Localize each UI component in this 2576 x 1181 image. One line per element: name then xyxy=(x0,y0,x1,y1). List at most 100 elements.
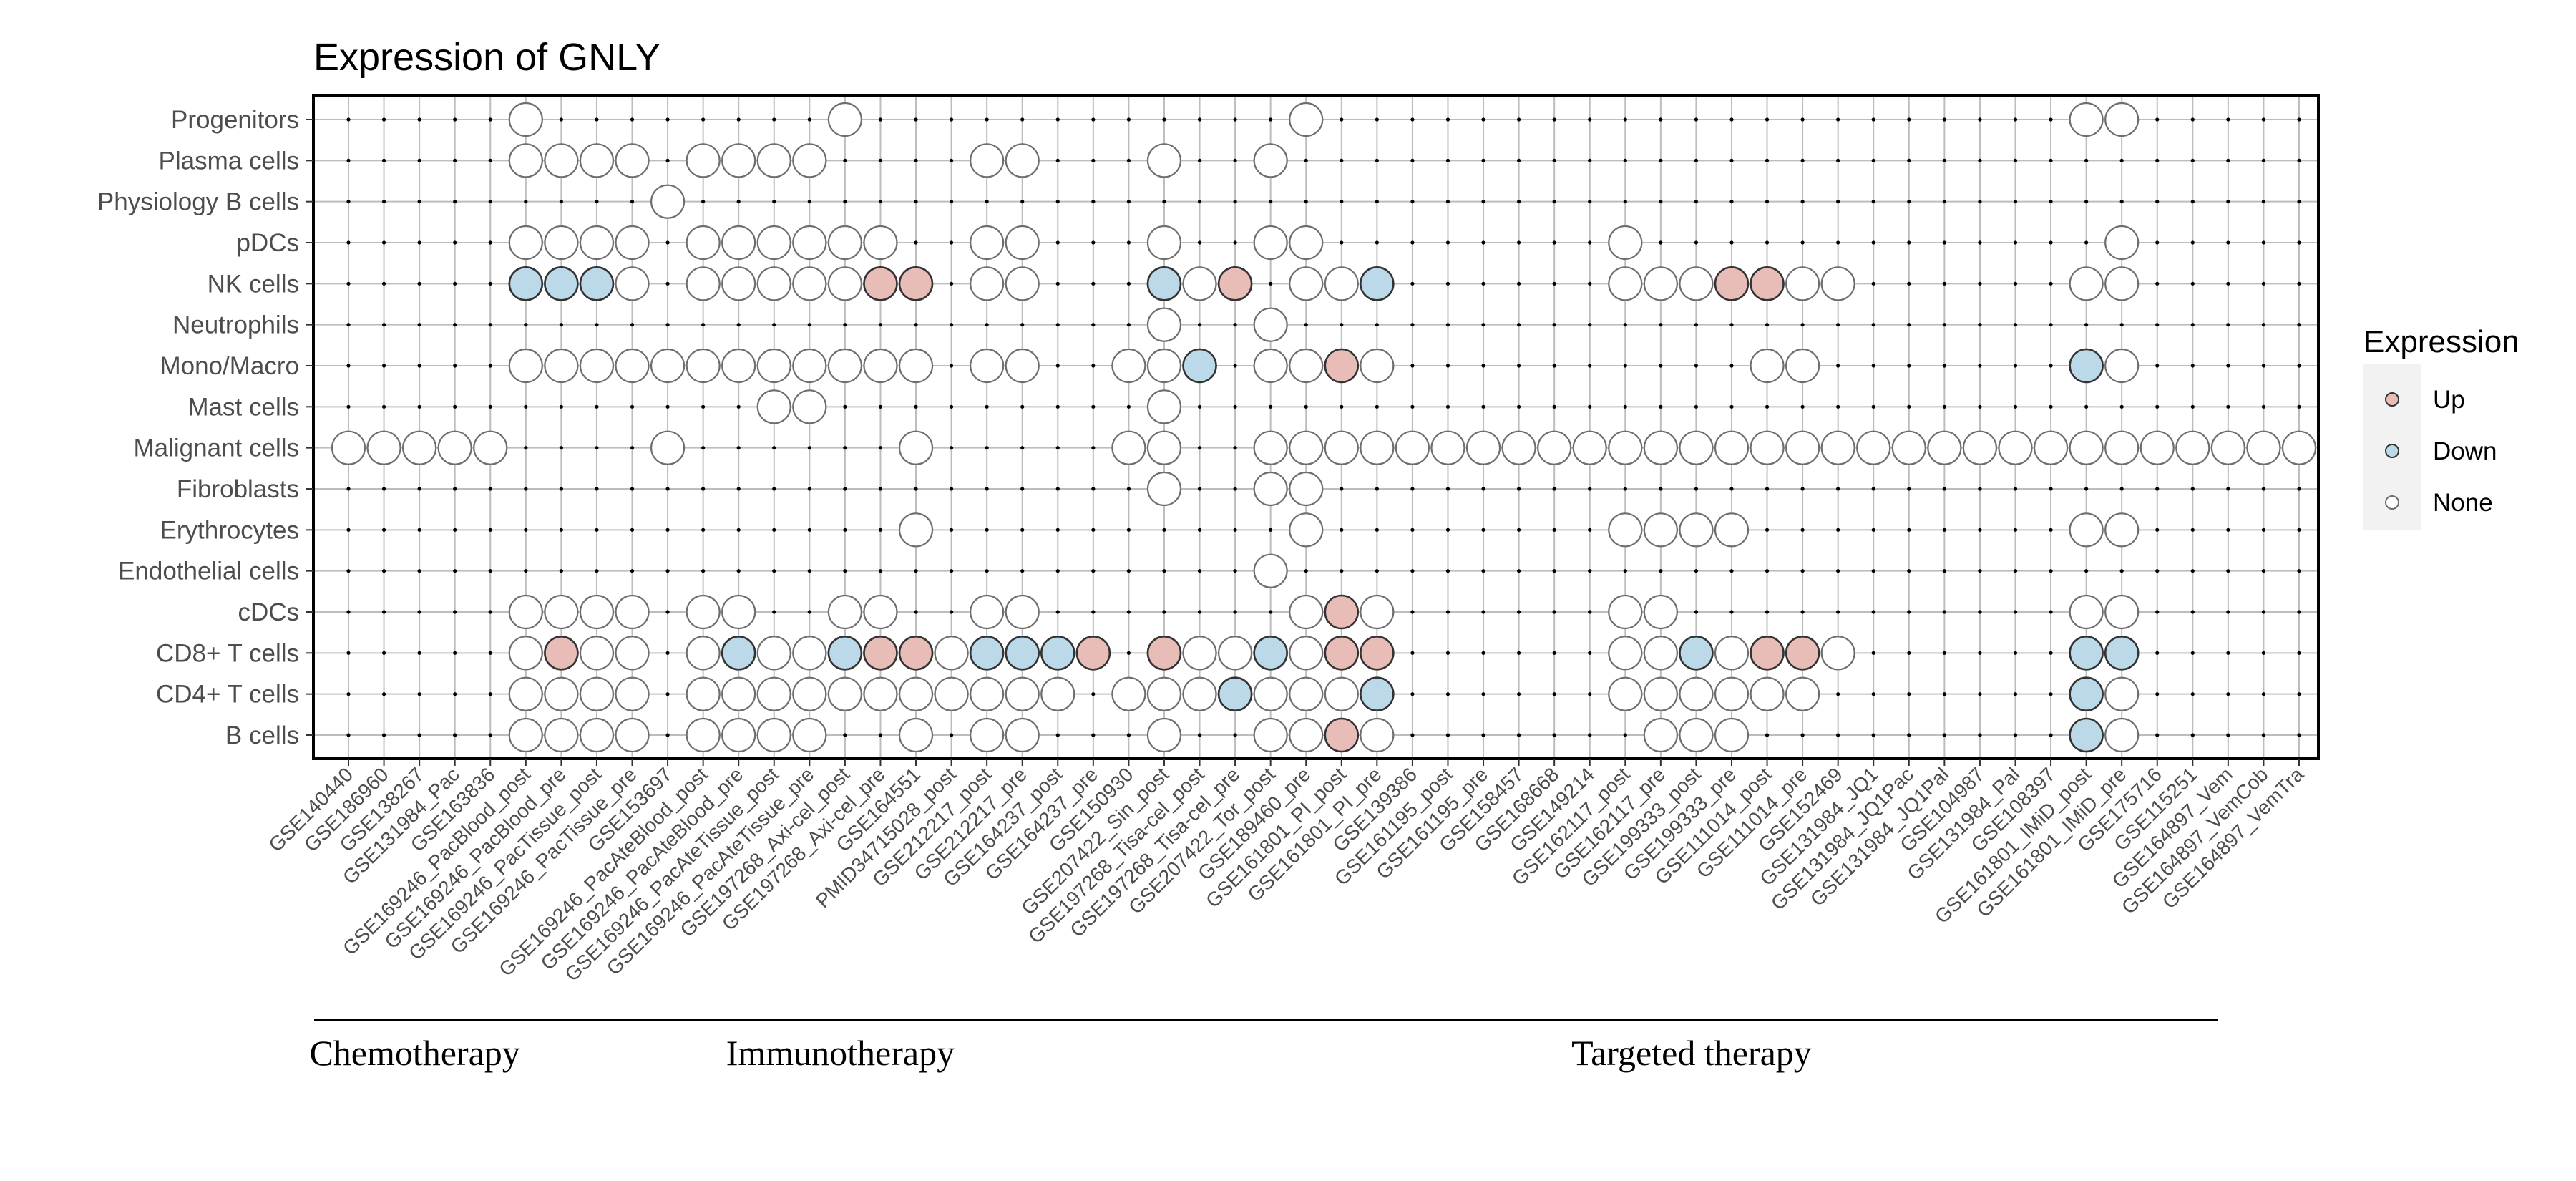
absent-dot xyxy=(1978,404,1982,409)
point-nk-cells-gse162117-post-none xyxy=(1608,266,1643,301)
absent-dot xyxy=(2190,240,2195,245)
point-cd8-t-cells-gse169246-pacblood-post-none xyxy=(508,636,543,671)
absent-dot xyxy=(346,733,351,737)
absent-dot xyxy=(1517,364,1521,368)
absent-dot xyxy=(488,651,492,655)
point-cd8-t-cells-pmid34715028-post-none xyxy=(934,636,969,671)
absent-dot xyxy=(1836,404,1840,409)
absent-dot xyxy=(2190,487,2195,491)
absent-dot xyxy=(843,323,847,327)
absent-dot xyxy=(1729,200,1734,204)
absent-dot xyxy=(701,117,706,122)
point-physiology-b-cells-gse153697-none xyxy=(650,184,686,219)
absent-dot xyxy=(843,528,847,532)
absent-dot xyxy=(381,528,386,532)
absent-dot xyxy=(559,446,563,450)
absent-dot xyxy=(1800,733,1805,737)
absent-dot xyxy=(2297,200,2301,204)
absent-dot xyxy=(1410,323,1415,327)
absent-dot xyxy=(2155,364,2160,368)
point-cd4-t-cells-gse199333-post-none xyxy=(1679,676,1714,711)
absent-dot xyxy=(701,528,706,532)
absent-dot xyxy=(2261,364,2266,368)
absent-dot xyxy=(807,323,811,327)
point-pdcs-gse161801-imid-pre-none xyxy=(2104,225,2140,261)
absent-dot xyxy=(1694,569,1699,573)
point-cd4-t-cells-gse212217-pre-none xyxy=(1005,676,1040,711)
point-fibroblasts-gse207422-tor-post-none xyxy=(1253,471,1288,507)
absent-dot xyxy=(381,487,386,491)
absent-dot xyxy=(1197,404,1202,409)
absent-dot xyxy=(1942,158,1946,162)
absent-dot xyxy=(1233,528,1237,532)
absent-dot xyxy=(1694,610,1699,614)
absent-dot xyxy=(346,610,351,614)
point-cd8-t-cells-gse197268-tisa-cel-post-none xyxy=(1182,636,1217,671)
absent-dot xyxy=(949,446,954,450)
point-b-cells-gse161801-imid-post-down xyxy=(2069,717,2104,753)
absent-dot xyxy=(595,528,599,532)
absent-dot xyxy=(1729,323,1734,327)
point-malignant-cells-gse164897-vemcob-none xyxy=(2246,430,2281,465)
absent-dot xyxy=(488,200,492,204)
point-cd4-t-cells-gse207422-sin-post-none xyxy=(1146,676,1182,711)
point-nk-cells-gse189460-pre-none xyxy=(1289,266,1324,301)
absent-dot xyxy=(1481,692,1485,696)
absent-dot xyxy=(1517,569,1521,573)
point-malignant-cells-gse161801-imid-pre-none xyxy=(2104,430,2140,465)
absent-dot xyxy=(1304,404,1308,409)
point-malignant-cells-gse131984-pac-none xyxy=(437,430,472,465)
absent-dot xyxy=(1197,487,1202,491)
point-nk-cells-gse161801-imid-pre-none xyxy=(2104,266,2140,301)
point-malignant-cells-gse139386-none xyxy=(1395,430,1430,465)
absent-dot xyxy=(1871,404,1875,409)
absent-dot xyxy=(2190,651,2195,655)
absent-dot xyxy=(914,240,918,245)
absent-dot xyxy=(2013,610,2018,614)
point-cd4-t-cells-gse197268-axi-cel-post-none xyxy=(827,676,862,711)
absent-dot xyxy=(346,651,351,655)
absent-dot xyxy=(1233,240,1237,245)
absent-dot xyxy=(2119,569,2124,573)
absent-dot xyxy=(1091,733,1096,737)
absent-dot xyxy=(1836,323,1840,327)
absent-dot xyxy=(1729,158,1734,162)
absent-dot xyxy=(1836,117,1840,122)
absent-dot xyxy=(1055,200,1060,204)
absent-dot xyxy=(1907,158,1911,162)
absent-dot xyxy=(2297,281,2301,286)
absent-dot xyxy=(2297,569,2301,573)
absent-dot xyxy=(1445,569,1450,573)
point-cd4-t-cells-gse169246-pacatetissue-pre-none xyxy=(792,676,827,711)
absent-dot xyxy=(914,200,918,204)
absent-dot xyxy=(1197,323,1202,327)
absent-dot xyxy=(2297,610,2301,614)
absent-dot xyxy=(2084,404,2089,409)
absent-dot xyxy=(878,487,883,491)
point-b-cells-gse169246-pacatetissue-pre-none xyxy=(792,717,827,753)
point-cd4-t-cells-gse197268-axi-cel-pre-none xyxy=(863,676,898,711)
absent-dot xyxy=(1552,240,1556,245)
point-cd4-t-cells-gse169246-pacateblood-pre-none xyxy=(721,676,756,711)
absent-dot xyxy=(1800,610,1805,614)
absent-dot xyxy=(2226,569,2230,573)
point-cd8-t-cells-gse111014-pre-up xyxy=(1785,636,1820,671)
point-b-cells-gse169246-pacblood-pre-none xyxy=(544,717,579,753)
absent-dot xyxy=(1197,446,1202,450)
absent-dot xyxy=(2155,692,2160,696)
absent-dot xyxy=(665,569,670,573)
y-tick-label-progenitors: Progenitors xyxy=(171,106,299,134)
absent-dot xyxy=(1871,117,1875,122)
absent-dot xyxy=(1091,117,1096,122)
absent-dot xyxy=(2155,240,2160,245)
point-pdcs-gse212217-pre-none xyxy=(1005,225,1040,261)
absent-dot xyxy=(985,446,989,450)
point-cd4-t-cells-gse169246-pactissue-pre-none xyxy=(615,676,650,711)
absent-dot xyxy=(1055,446,1060,450)
absent-dot xyxy=(488,240,492,245)
absent-dot xyxy=(1126,569,1131,573)
absent-dot xyxy=(1978,733,1982,737)
absent-dot xyxy=(381,610,386,614)
point-nk-cells-gse169246-pactissue-post-down xyxy=(579,266,615,301)
group-label-chemotherapy: Chemotherapy xyxy=(309,1033,519,1073)
